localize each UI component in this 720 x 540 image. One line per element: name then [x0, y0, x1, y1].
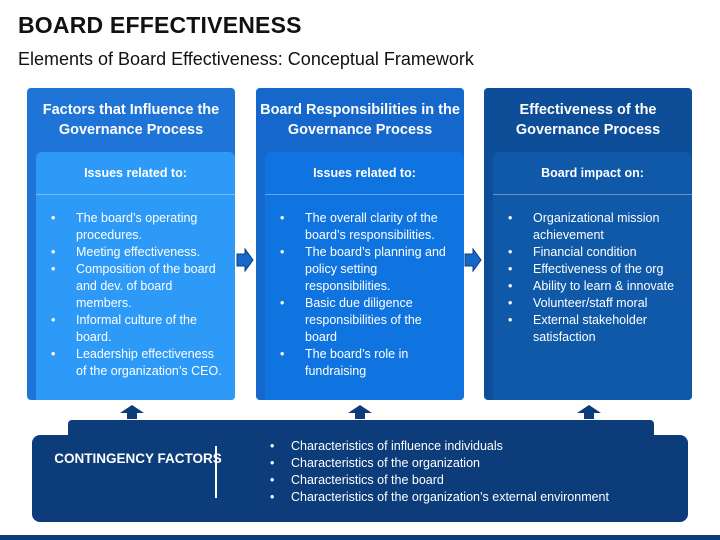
arrow-right-icon: [236, 248, 254, 272]
list-item: Characteristics of the board: [270, 472, 609, 489]
panel-label: Board impact on:: [541, 166, 644, 180]
list-item: Effectiveness of the org: [493, 261, 688, 278]
arrow-right-icon: [464, 248, 482, 272]
list-item: Organizational mission achievement: [493, 210, 688, 244]
column-influence-factors: Factors that Influence the Governance Pr…: [27, 88, 235, 400]
impact-list: Organizational mission achievement Finan…: [493, 210, 688, 346]
list-item: Composition of the board and dev. of boa…: [36, 261, 231, 312]
panel-divider: [265, 194, 464, 195]
panel-label: Issues related to:: [313, 166, 416, 180]
arrow-up-icon: [577, 405, 601, 419]
panel-divider: [493, 194, 692, 195]
list-item: Volunteer/staff moral: [493, 295, 688, 312]
list-item: Characteristics of the organization: [270, 455, 609, 472]
list-item: Leadership effectiveness of the organiza…: [36, 346, 231, 380]
column-header: Factors that Influence the Governance Pr…: [42, 102, 220, 138]
list-item: External stakeholder satisfaction: [493, 312, 688, 346]
arrow-up-icon: [120, 405, 144, 419]
list-item: Financial condition: [493, 244, 688, 261]
contingency-tab: [68, 420, 654, 438]
column-panel: Issues related to: The overall clarity o…: [265, 152, 464, 400]
list-item: Informal culture of the board.: [36, 312, 231, 346]
list-item: Meeting effectiveness.: [36, 244, 231, 261]
contingency-label: CONTINGENCY FACTORS: [54, 451, 222, 466]
list-item: Characteristics of influence individuals: [270, 438, 609, 455]
issue-list: The board’s operating procedures. Meetin…: [36, 210, 231, 380]
column-panel: Issues related to: The board’s operating…: [36, 152, 235, 400]
column-board-responsibilities: Board Responsibilities in the Governance…: [256, 88, 464, 400]
panel-label: Issues related to:: [84, 166, 187, 180]
list-item: Ability to learn & innovate: [493, 278, 688, 295]
list-item: The board’s planning and policy setting …: [265, 244, 460, 295]
issue-list: The overall clarity of the board’s respo…: [265, 210, 460, 380]
list-item: The board’s operating procedures.: [36, 210, 231, 244]
contingency-list: Characteristics of influence individuals…: [270, 438, 609, 506]
list-item: The board’s role in fundraising: [265, 346, 460, 380]
page-subtitle: Elements of Board Effectiveness: Concept…: [18, 49, 474, 69]
arrow-up-icon: [348, 405, 372, 419]
footer-bar: [0, 535, 720, 540]
column-header: Effectiveness of the Governance Process: [515, 102, 661, 138]
contingency-separator: [215, 446, 217, 498]
column-panel: Board impact on: Organizational mission …: [493, 152, 692, 400]
list-item: Basic due diligence responsibilities of …: [265, 295, 460, 346]
panel-divider: [36, 194, 235, 195]
column-governance-effectiveness: Effectiveness of the Governance Process …: [484, 88, 692, 400]
page-title: BOARD EFFECTIVENESS: [18, 12, 302, 38]
column-header: Board Responsibilities in the Governance…: [260, 102, 460, 138]
list-item: The overall clarity of the board’s respo…: [265, 210, 460, 244]
list-item: Characteristics of the organization’s ex…: [270, 489, 609, 506]
